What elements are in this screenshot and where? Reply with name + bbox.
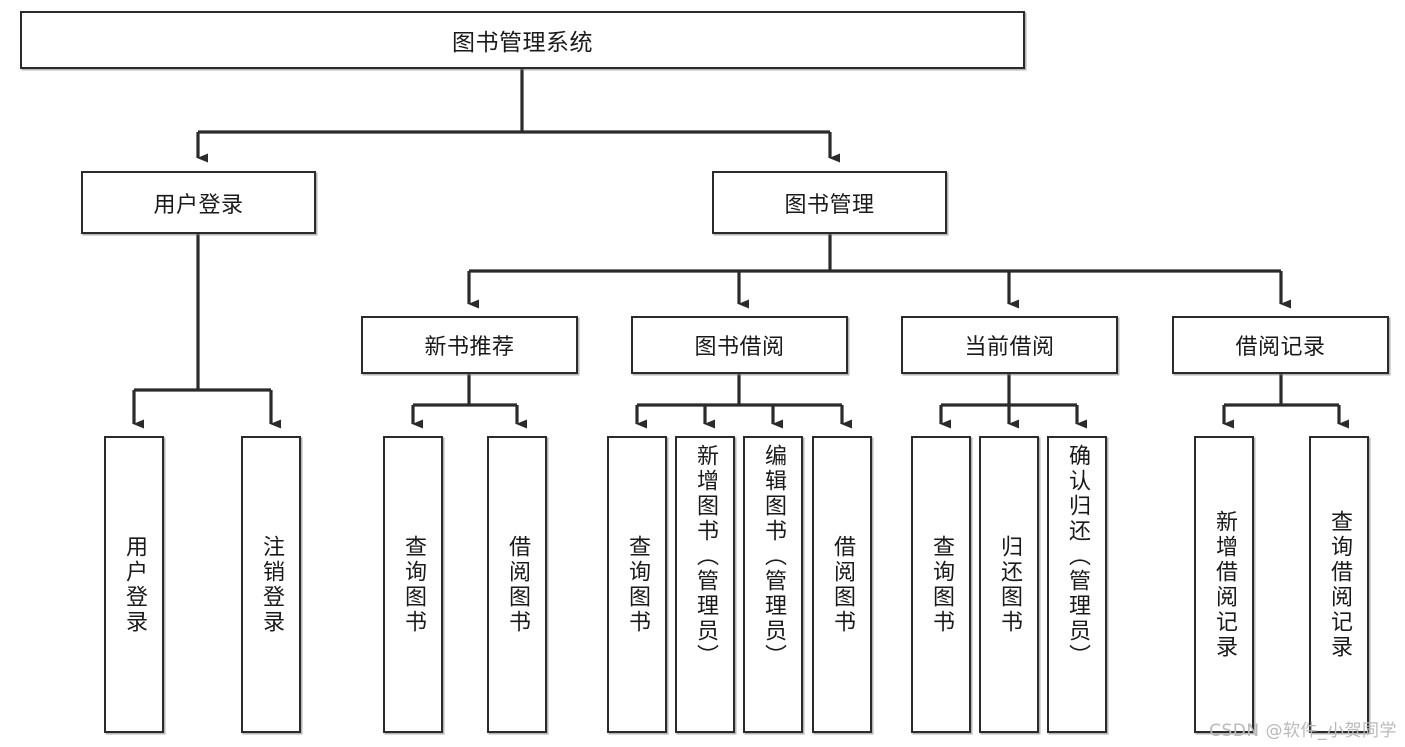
leaf-new-book-borrow[interactable]: 借阅图书 bbox=[487, 436, 547, 733]
node-current-borrow-label: 当前借阅 bbox=[964, 335, 1055, 360]
leaf-label: 查询图书 bbox=[400, 534, 426, 635]
leaf-user-login-logout[interactable]: 注销登录 bbox=[241, 436, 301, 733]
node-new-book-recommend[interactable]: 新书推荐 bbox=[361, 316, 578, 374]
leaf-current-return-book[interactable]: 归还图书 bbox=[979, 436, 1039, 733]
node-new-book-recommend-label: 新书推荐 bbox=[424, 335, 515, 360]
leaf-label: 新增借阅记录 bbox=[1211, 509, 1237, 660]
leaf-label: 查询借阅记录 bbox=[1326, 509, 1352, 660]
leaf-borrow-query-book[interactable]: 查询图书 bbox=[607, 436, 667, 733]
leaf-user-login-login[interactable]: 用户登录 bbox=[104, 436, 164, 733]
node-root-system[interactable]: 图书管理系统 bbox=[20, 11, 1025, 69]
leaf-label: 编辑图书（管理员） bbox=[760, 444, 786, 669]
node-book-borrow-label: 图书借阅 bbox=[694, 335, 785, 360]
leaf-current-query-book[interactable]: 查询图书 bbox=[911, 436, 971, 733]
leaf-borrow-add-book-admin[interactable]: 新增图书（管理员） bbox=[675, 436, 735, 733]
leaf-label: 确认归还（管理员） bbox=[1064, 444, 1090, 669]
leaf-label: 归还图书 bbox=[996, 534, 1022, 635]
leaf-label: 借阅图书 bbox=[504, 534, 530, 635]
leaf-label: 注销登录 bbox=[258, 534, 284, 635]
node-user-login[interactable]: 用户登录 bbox=[81, 171, 316, 234]
leaf-borrow-edit-book-admin[interactable]: 编辑图书（管理员） bbox=[743, 436, 803, 733]
leaf-current-confirm-return-admin[interactable]: 确认归还（管理员） bbox=[1047, 436, 1107, 733]
node-root-label: 图书管理系统 bbox=[452, 30, 593, 56]
node-current-borrow[interactable]: 当前借阅 bbox=[901, 316, 1118, 374]
node-borrow-record[interactable]: 借阅记录 bbox=[1172, 316, 1389, 374]
leaf-record-query-record[interactable]: 查询借阅记录 bbox=[1309, 436, 1369, 733]
leaf-borrow-borrow-book[interactable]: 借阅图书 bbox=[812, 436, 872, 733]
node-borrow-record-label: 借阅记录 bbox=[1235, 335, 1326, 360]
node-user-login-label: 用户登录 bbox=[153, 192, 244, 218]
leaf-label: 新增图书（管理员） bbox=[692, 444, 718, 669]
leaf-record-add-record[interactable]: 新增借阅记录 bbox=[1194, 436, 1254, 733]
leaf-label: 查询图书 bbox=[624, 534, 650, 635]
leaf-label: 借阅图书 bbox=[829, 534, 855, 635]
leaf-label: 用户登录 bbox=[121, 534, 147, 635]
leaf-new-book-query[interactable]: 查询图书 bbox=[383, 436, 443, 733]
watermark-text: CSDN @软件_小贺同学 bbox=[1209, 721, 1397, 741]
node-book-management[interactable]: 图书管理 bbox=[712, 171, 947, 234]
node-book-borrow[interactable]: 图书借阅 bbox=[631, 316, 848, 374]
node-book-management-label: 图书管理 bbox=[784, 192, 875, 218]
leaf-label: 查询图书 bbox=[928, 534, 954, 635]
